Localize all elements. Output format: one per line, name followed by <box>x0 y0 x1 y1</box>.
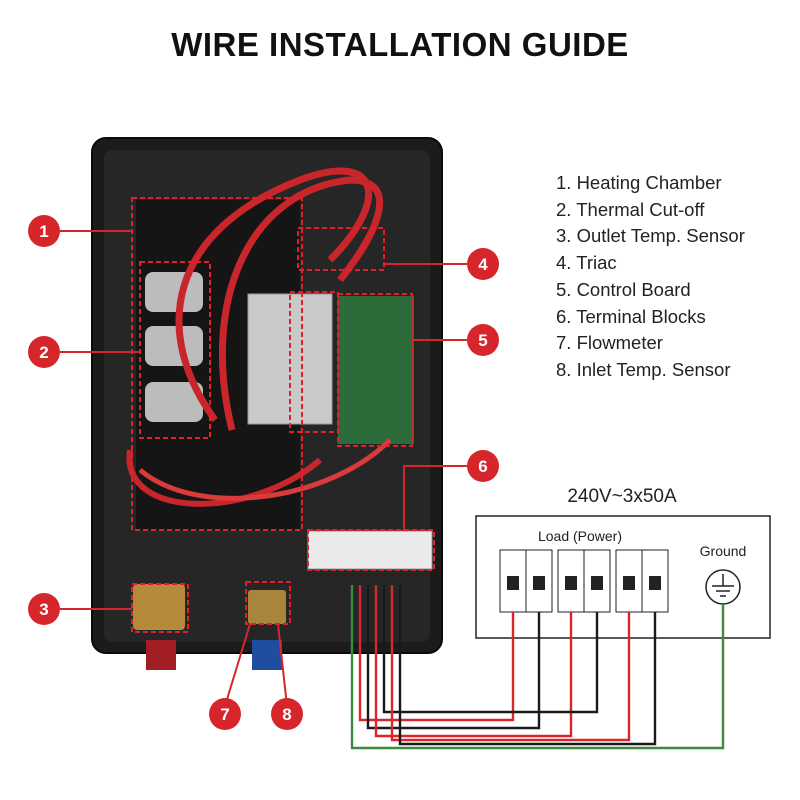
outlet-pipe <box>146 640 176 670</box>
component-legend: 1. Heating Chamber 2. Thermal Cut-off 3.… <box>556 170 745 384</box>
control-board-box <box>337 293 413 447</box>
callout-5: 5 <box>467 324 499 356</box>
flowmeter-box <box>245 581 291 625</box>
terminal-block-box <box>307 529 435 571</box>
legend-item: 2. Thermal Cut-off <box>556 198 705 220</box>
callout-2: 2 <box>28 336 60 368</box>
supply-label: 240V~3x50A <box>567 486 677 507</box>
thermal-cutoff-box <box>139 261 211 439</box>
callout-7-leader <box>224 623 251 707</box>
terminal-block <box>307 530 433 570</box>
wire-red <box>358 585 515 722</box>
wire-red <box>374 585 573 738</box>
thermal-cutoff <box>145 272 203 312</box>
breaker-panel: Load (Power) Ground <box>475 515 771 639</box>
wire-black <box>398 585 657 746</box>
supply-wiring <box>350 585 725 750</box>
thermal-cutoff <box>145 326 203 366</box>
thermal-cutoff <box>145 382 203 422</box>
legend-item: 3. Outlet Temp. Sensor <box>556 225 745 247</box>
svg-text:3: 3 <box>39 600 48 619</box>
heater-cable <box>175 167 372 423</box>
wire-red <box>390 585 631 742</box>
callout-8: 8 <box>271 698 303 730</box>
legend-item: 8. Inlet Temp. Sensor <box>556 358 731 380</box>
heater-cable <box>218 176 383 431</box>
breaker-switch <box>565 576 577 590</box>
svg-text:6: 6 <box>478 457 487 476</box>
water-heater-unit <box>91 137 443 670</box>
svg-text:5: 5 <box>478 331 487 350</box>
callout-8-leader <box>277 623 288 707</box>
legend-item: 6. Terminal Blocks <box>556 305 706 327</box>
svg-text:7: 7 <box>220 705 229 724</box>
outlet-sensor <box>133 584 185 630</box>
load-label: Load (Power) <box>538 528 622 544</box>
wire-black <box>382 585 599 714</box>
callout-4: 4 <box>467 248 499 280</box>
ground-label: Ground <box>700 543 747 559</box>
legend-item: 7. Flowmeter <box>556 332 663 354</box>
svg-text:1: 1 <box>39 222 48 241</box>
breaker-switch <box>623 576 635 590</box>
callout-3: 3 <box>28 593 60 625</box>
triac-box <box>289 291 339 433</box>
legend-item: 4. Triac <box>556 252 617 274</box>
breaker-switch <box>507 576 519 590</box>
legend-item: 1. Heating Chamber <box>556 172 722 193</box>
callout-6: 6 <box>467 450 499 482</box>
svg-text:8: 8 <box>282 705 291 724</box>
triac-terminal-box <box>297 227 385 271</box>
callout-1: 1 <box>28 215 60 247</box>
breaker-switch <box>649 576 661 590</box>
breaker-switch <box>591 576 603 590</box>
control-board <box>338 296 414 444</box>
svg-text:4: 4 <box>478 255 488 274</box>
callouts: 1 2 3 4 5 6 7 8 <box>28 215 499 730</box>
wire-black <box>366 585 541 730</box>
svg-text:2: 2 <box>39 343 48 362</box>
callout-leaders <box>60 230 467 707</box>
page-title: WIRE INSTALLATION GUIDE <box>171 26 629 63</box>
inlet-pipe <box>252 640 282 670</box>
wire-ground <box>350 585 725 750</box>
breaker-switch <box>533 576 545 590</box>
callout-7: 7 <box>209 698 241 730</box>
highlight-boxes <box>131 197 435 633</box>
legend-item: 5. Control Board <box>556 278 691 300</box>
heater-cable <box>138 438 392 501</box>
heating-chamber-box <box>131 197 303 531</box>
callout-6-leader <box>403 465 467 530</box>
flowmeter <box>248 590 286 624</box>
